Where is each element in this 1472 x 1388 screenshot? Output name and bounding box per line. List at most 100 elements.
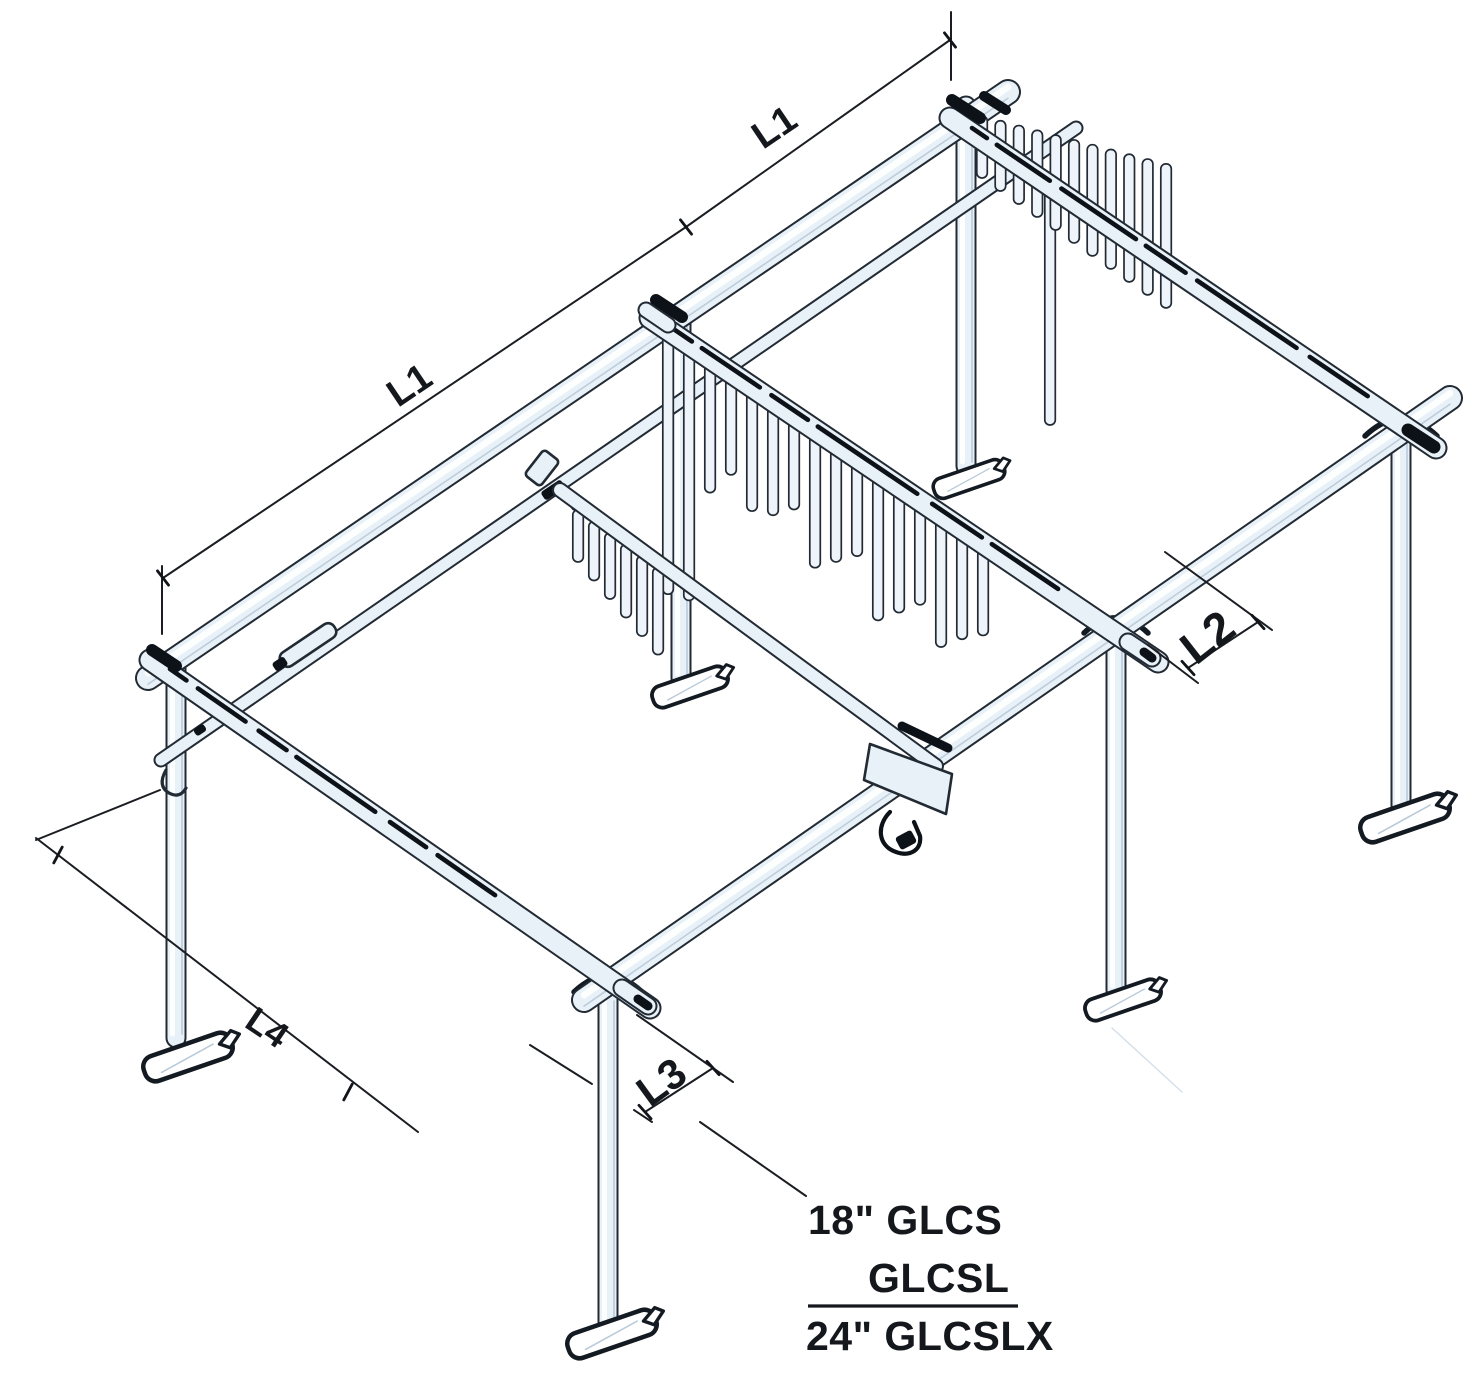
dimension-annotations (35, 11, 1273, 1197)
bridge-middle-endcap-dark (1139, 647, 1157, 663)
dim-tick (705, 1059, 721, 1077)
festoon-slat-bridge2 (955, 534, 969, 641)
bridge-left-track (167, 666, 643, 999)
hoist-panel (862, 742, 954, 816)
festoon-slat-bridge-mid (635, 555, 649, 637)
dim-tick (52, 845, 64, 865)
base-plate-front-right-foot (1434, 789, 1459, 811)
base-plate-back-middle-foot (715, 663, 736, 681)
festoon-slat-bridge2 (787, 420, 801, 511)
festoon-slat-bridge-mid (587, 520, 601, 582)
bridge-middle (640, 308, 1168, 672)
callout-leader-line (699, 1121, 807, 1197)
dim-l4-line (35, 837, 419, 1133)
bridge-middle-track (669, 325, 1153, 654)
bridge-middle-startcap (650, 294, 688, 323)
festoon-slat-bridge2 (745, 392, 759, 512)
runway-back (137, 81, 1019, 689)
dimension-label-l4: L4 (239, 999, 297, 1056)
festoon-slat-bridge1 (1123, 153, 1136, 283)
base-plate-front-left-inner (584, 1320, 638, 1351)
festoon-slat-bridge2 (766, 406, 780, 517)
base-plate-front-right-inner (1377, 804, 1431, 835)
dim-tick (156, 569, 170, 587)
base-plate-back-middle-inner (666, 675, 713, 701)
dim-l4-ext (35, 789, 161, 841)
end-hook (160, 768, 188, 797)
base-plate-back-left (141, 1028, 242, 1084)
dim-tick (637, 1103, 653, 1121)
hoist-clamp (897, 721, 953, 753)
festoon-slat-bridge2 (682, 349, 696, 602)
floor-scratch (1111, 1027, 1183, 1093)
festoon-slat-bridge-mid (619, 543, 633, 619)
dim-l1-top-line (685, 39, 951, 228)
festoon-slat-bridge2 (892, 491, 906, 614)
base-plate-front-left-foot (641, 1305, 666, 1327)
dim-l2-line (1187, 621, 1259, 669)
base-plate-back-right (931, 456, 1012, 501)
festoon-slat-bridge-mid (603, 532, 617, 600)
festoon-slat-bridge-mid (651, 566, 665, 656)
festoon-slat-bridge1 (1141, 158, 1154, 296)
festoon-slat-bridge2 (850, 463, 864, 557)
base-plate-front-middle-inner (1099, 988, 1146, 1014)
dim-l2-ext-2 (1147, 644, 1199, 684)
bridge-right-track (969, 125, 1431, 440)
bridge-left-startcap (146, 644, 182, 672)
base-plate-front-left (565, 1305, 666, 1361)
base-plate-back-right-inner (947, 468, 990, 492)
festoon-slat-bridge-mid (571, 509, 585, 563)
dim-tick (1180, 659, 1196, 677)
dimension-label-l1-left: L1 (380, 356, 440, 416)
model-line-2: GLCSL (868, 1255, 1009, 1301)
festoon-slat-bridge2 (724, 377, 738, 476)
dim-tick (342, 1082, 354, 1102)
bridge-right (940, 108, 1446, 458)
festoon-slat-bridge2 (661, 335, 675, 596)
base-plate-back-left-inner (160, 1043, 214, 1074)
runway-front-highlight (580, 389, 1454, 999)
model-callout: 18" GLCS GLCSL 24" GLCSLX (806, 1197, 1053, 1359)
festoon-slat-bridge2 (808, 434, 822, 569)
base-plate-back-left-foot (217, 1028, 242, 1050)
bridge-middle-start-trolley (639, 303, 675, 332)
festoon-slat-bridge2 (913, 505, 927, 606)
trolley-clamp (193, 724, 207, 736)
dim-l1-left-line (162, 226, 687, 579)
bridge-right-endcap (1401, 423, 1441, 454)
festoon-slat-bridge2 (934, 520, 948, 648)
bridge-left (140, 650, 660, 1018)
runway-front-shade (583, 403, 1451, 1007)
bridge-festoon-mid (554, 484, 942, 772)
runway-back-highlight (144, 83, 1012, 677)
festoon-slat-bridge1 (1159, 162, 1173, 309)
base-plate-back-middle (650, 663, 736, 710)
base-plate-front-middle (1083, 976, 1169, 1023)
festoon-slat-bridge2 (871, 477, 885, 622)
base-plate-front-right (1358, 789, 1459, 845)
festoon-slat-bridge2 (829, 449, 843, 563)
dimension-label-l2: L2 (1170, 600, 1244, 674)
base-plate-back-right-foot (992, 456, 1012, 473)
dim-tick (679, 218, 693, 236)
hoist-hook-block (895, 830, 917, 850)
dim-l3-ext-1a (529, 1044, 593, 1085)
festoon-slat-bridge2 (976, 548, 990, 637)
runway-back-end-clamp (979, 91, 1011, 115)
festoon-trolley (160, 621, 338, 797)
bridge-right-startcap (946, 94, 986, 124)
festoon-slat-bridge1 (1104, 148, 1117, 270)
base-plate-back-left-pad (141, 1030, 235, 1084)
runway-front (573, 387, 1461, 1011)
model-line-1: 18" GLCS (808, 1197, 1002, 1243)
festoon-rail-back (155, 122, 1082, 766)
structure-linework (135, 79, 1463, 1361)
runway-back-shade (147, 97, 1009, 685)
dim-l3-ext-1b (633, 1109, 653, 1123)
dim-tick (943, 31, 957, 49)
hoist-trolley-bracket (862, 721, 954, 856)
trolley-clamp (272, 657, 288, 671)
